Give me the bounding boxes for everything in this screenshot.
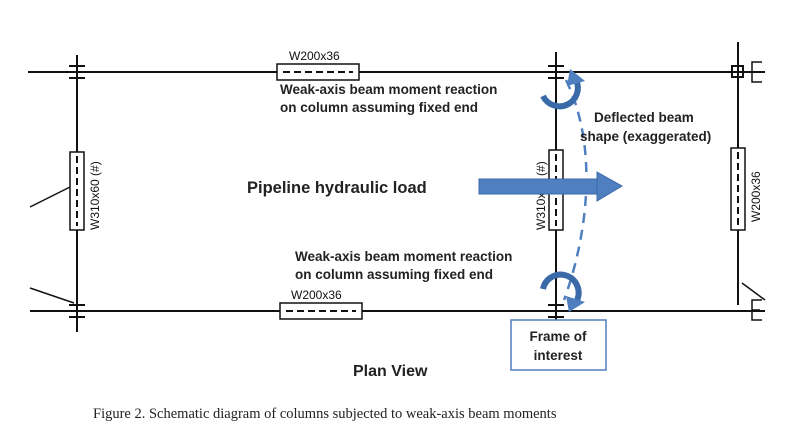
deflected-label-line2: shape (exaggerated) [580,129,711,144]
middle-column-label: W310x60 (#) [534,161,548,230]
bottom-beam: W200x36 [279,288,363,320]
load-label: Pipeline hydraulic load [247,179,427,197]
deflected-label-line1: Deflected beam [594,110,694,125]
top-moment-arrow [540,69,585,110]
figure-caption: Figure 2. Schematic diagram of columns s… [93,406,557,422]
frame-label-line1: Frame of [529,329,587,344]
bottom-moment-label-line2: on column assuming fixed end [295,267,493,282]
load-arrow [478,171,623,202]
top-moment-label-line1: Weak-axis beam moment reaction [280,82,497,97]
top-moment-label-line2: on column assuming fixed end [280,100,478,115]
left-bottom-node [69,304,85,318]
right-top-node [731,65,744,78]
top-beam-label: W200x36 [289,49,340,63]
left-diagonal-lines [29,184,766,304]
plan-view-title: Plan View [353,363,428,380]
frame-label-line2: interest [534,348,583,363]
bottom-moment-label-line1: Weak-axis beam moment reaction [295,249,512,264]
top-beam: W200x36 [276,49,360,81]
right-column-label: W200x36 [749,171,763,222]
bottom-moment-arrow [540,271,585,312]
right-edge-marks [751,61,762,321]
right-column: W200x36 [730,147,763,231]
left-top-node [69,65,85,79]
left-column: W310x60 (#) [69,151,102,231]
left-column-label: W310x60 (#) [88,161,102,230]
middle-top-node [548,65,564,79]
frame-of-interest-box: Frame of interest [510,317,607,371]
bottom-beam-label: W200x36 [291,288,342,302]
